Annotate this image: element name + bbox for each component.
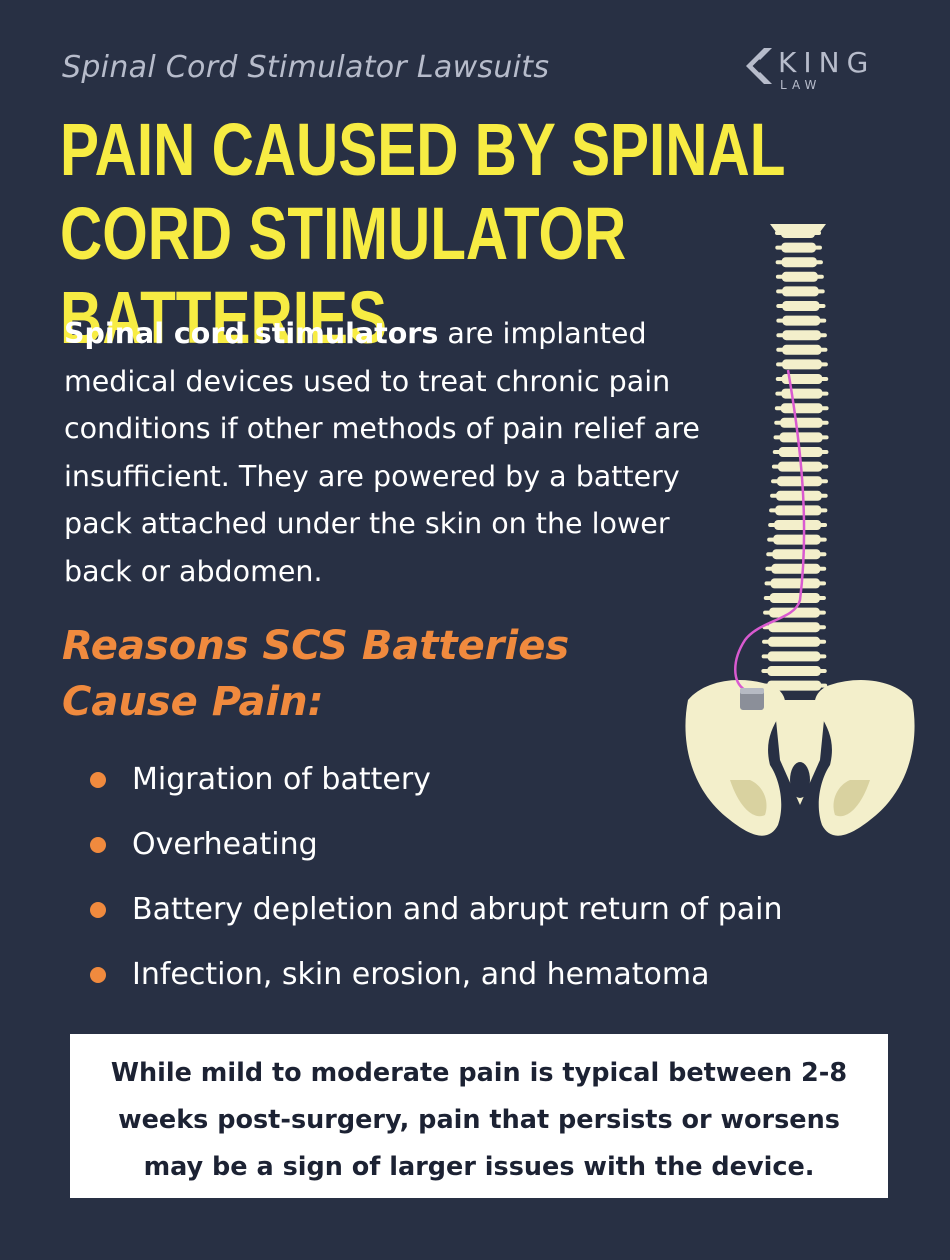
infographic-subtitle: Spinal Cord Stimulator Lawsuits (62, 50, 550, 85)
battery-pack-icon (740, 688, 764, 710)
list-item: Infection, skin erosion, and hematoma (90, 951, 783, 1016)
vertebra-process (763, 596, 826, 600)
intro-text: are implanted medical devices used to tr… (64, 317, 700, 588)
stimulator-lead-wire (734, 369, 806, 692)
vertebra-process (776, 362, 828, 367)
logo-subword: LAW (780, 78, 822, 92)
vertebra-process (766, 552, 827, 557)
vertebra-process (773, 435, 829, 440)
vertebra-process (761, 654, 827, 659)
intro-paragraph: Spinal cord stimulators are implanted me… (64, 310, 744, 595)
list-item-text: Overheating (132, 827, 318, 862)
vertebra-process (776, 289, 825, 294)
king-law-logo: KING LAW (742, 44, 892, 98)
reasons-heading: Reasons SCS Batteries Cause Pain: (62, 623, 570, 725)
vertebra-process (767, 537, 827, 542)
vertebra-process (774, 406, 829, 411)
vertebra-process (768, 523, 828, 527)
intro-bold-lead: Spinal cord stimulators (64, 317, 439, 350)
logo-chevron-icon (746, 48, 772, 84)
list-item: Overheating (90, 821, 783, 886)
vertebra-process (764, 581, 827, 586)
bullet-icon (90, 837, 106, 853)
vertebra-process (765, 566, 827, 571)
vertebra-process (769, 508, 828, 513)
logo-word: KING (778, 46, 876, 79)
vertebra-process (771, 479, 828, 484)
vertebra-process (775, 245, 822, 250)
callout-note: While mild to moderate pain is typical b… (70, 1034, 888, 1198)
pelvis-icon (685, 680, 915, 836)
vertebra-process (762, 639, 827, 644)
list-item-text: Infection, skin erosion, and hematoma (132, 957, 710, 992)
vertebra-process (776, 318, 827, 323)
vertebra-process (761, 683, 828, 688)
vertebra-process (774, 420, 829, 425)
vertebra-process (762, 625, 826, 630)
vertebra-process (763, 610, 826, 615)
vertebra-process (761, 669, 827, 673)
bullet-icon (90, 967, 106, 983)
vertebra-process (776, 347, 828, 352)
vertebra-process (776, 333, 827, 338)
list-item-text: Migration of battery (132, 762, 431, 797)
reasons-list: Migration of battery Overheating Battery… (90, 756, 783, 1016)
page-title: PAIN CAUSED BY SPINAL CORD STIMULATOR BA… (60, 108, 785, 359)
spine-with-stimulator-icon (685, 224, 915, 836)
vertebrae-column (761, 224, 829, 691)
list-item: Migration of battery (90, 756, 783, 821)
list-item-text: Battery depletion and abrupt return of p… (132, 892, 783, 927)
vertebra-cap (770, 224, 826, 232)
vertebra-process (775, 377, 829, 381)
vertebra-process (776, 304, 826, 308)
vertebra-process (770, 493, 828, 498)
vertebra-process (775, 391, 829, 396)
list-item: Battery depletion and abrupt return of p… (90, 886, 783, 951)
bullet-icon (90, 902, 106, 918)
bullet-icon (90, 772, 106, 788)
vertebra-process (775, 260, 823, 265)
vertebra-process (775, 274, 824, 279)
